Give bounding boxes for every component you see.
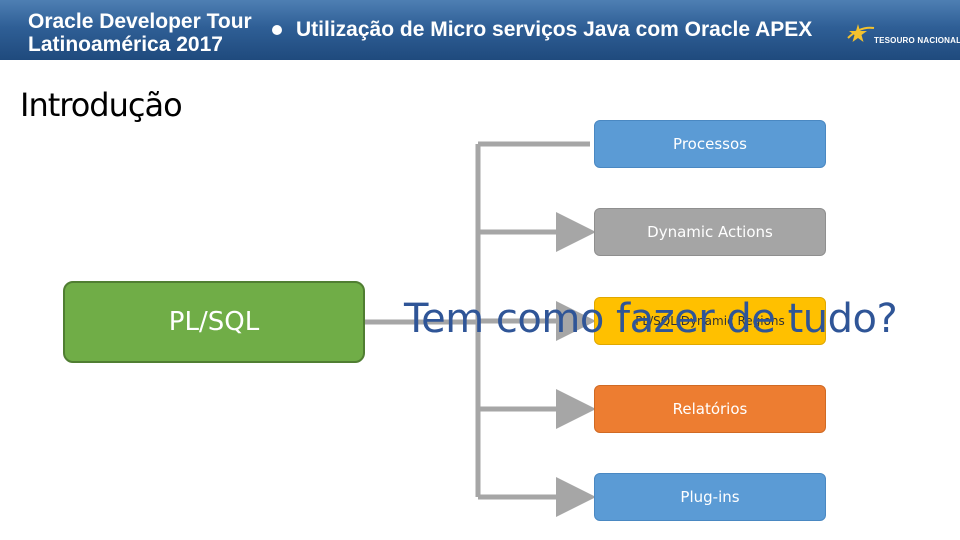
target-box-plsql-dynamic-regions: PL/SQL Dynamic Regions xyxy=(594,297,826,345)
source-box-plsql: PL/SQL xyxy=(63,281,365,363)
target-box-processos: Processos xyxy=(594,120,826,168)
overlay-question: Tem como fazer de tudo? xyxy=(404,296,898,342)
star-swoosh-icon xyxy=(847,24,875,42)
talk-title: Utilização de Micro serviços Java com Or… xyxy=(296,18,813,41)
event-name-line1: Oracle Developer Tour xyxy=(28,10,252,33)
bullet-icon xyxy=(272,25,282,35)
tesouro-nacional-logo: TESOURO NACIONAL xyxy=(846,20,960,50)
slide-title: Introdução xyxy=(20,86,183,124)
header-banner: Oracle Developer Tour Latinoamérica 2017… xyxy=(0,0,960,60)
event-name-line2: Latinoamérica 2017 xyxy=(28,33,223,56)
target-box-dynamic-actions: Dynamic Actions xyxy=(594,208,826,256)
target-box-plug-ins: Plug-ins xyxy=(594,473,826,521)
target-box-relatorios: Relatórios xyxy=(594,385,826,433)
logo-text: TESOURO NACIONAL xyxy=(874,36,960,45)
